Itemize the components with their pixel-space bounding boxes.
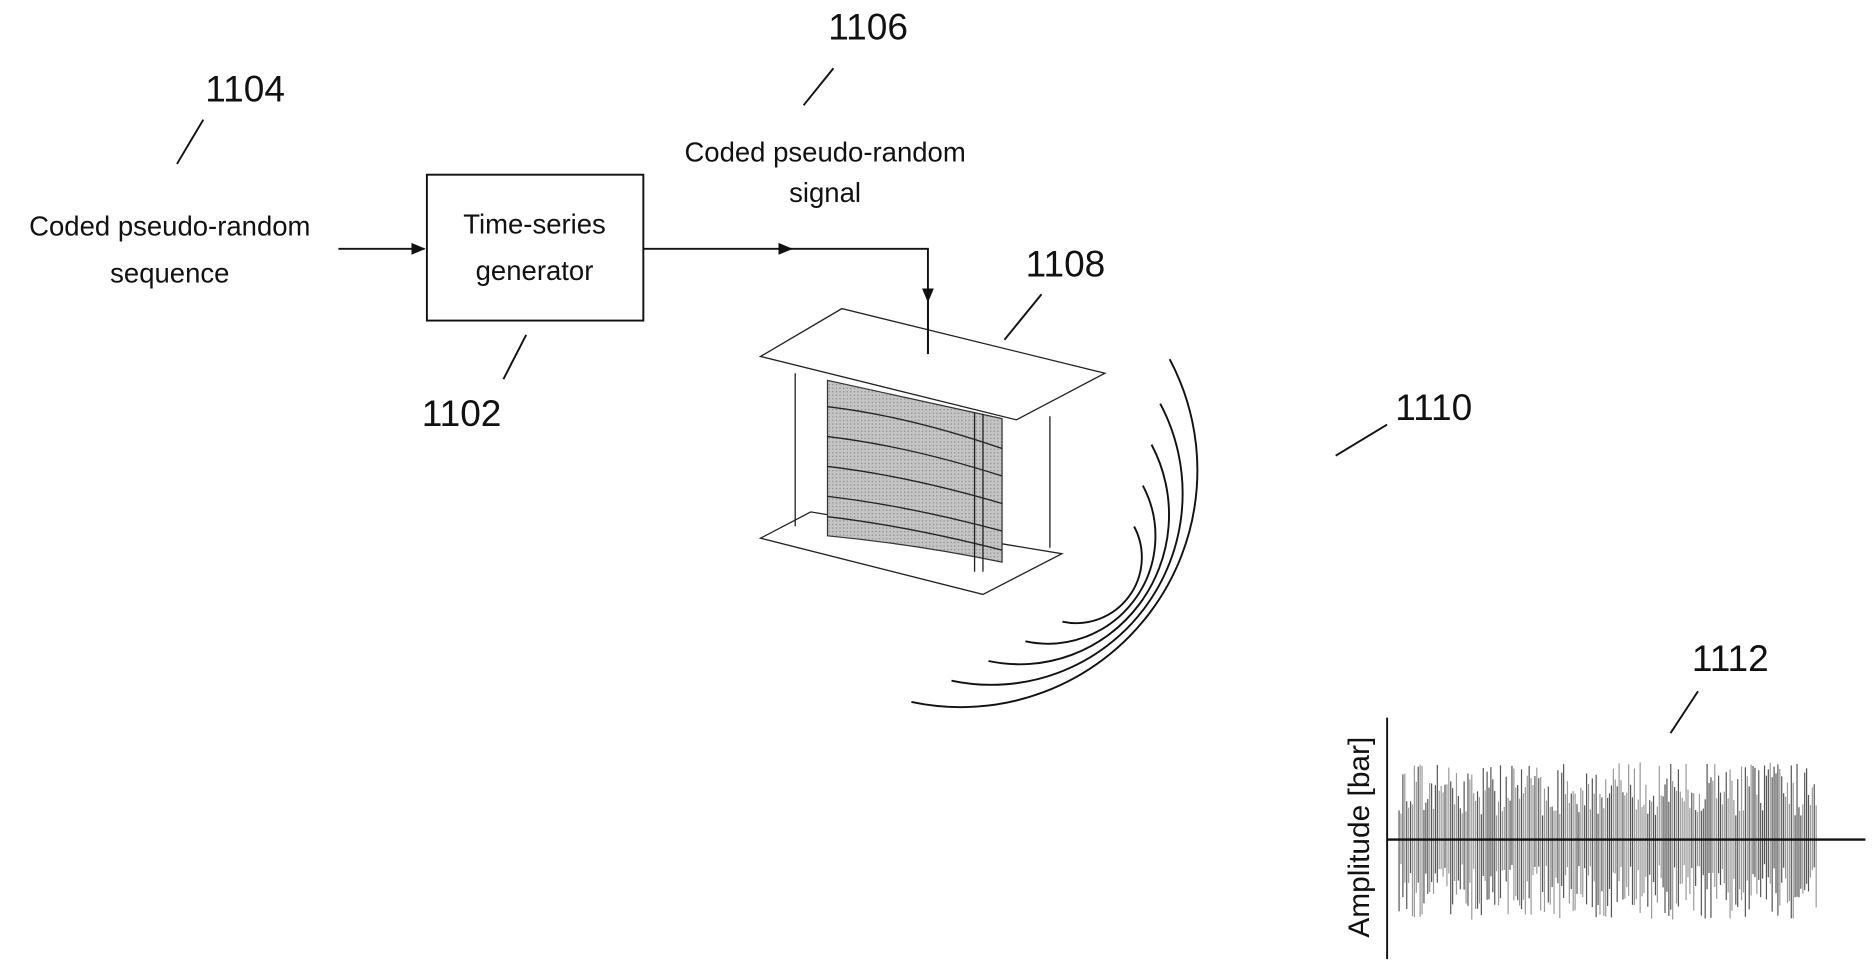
ref-1108: 1108 — [1026, 242, 1106, 284]
input-label-line1: Coded pseudo-random — [29, 211, 310, 242]
leader-1104 — [176, 119, 205, 165]
leader-1112 — [1669, 690, 1699, 734]
signal-label-line1: Coded pseudo-random — [684, 137, 965, 168]
wave-arc — [988, 444, 1170, 666]
ref-1106: 1106 — [828, 6, 908, 48]
generator-label-line2: generator — [476, 255, 594, 286]
wave-arc — [1062, 526, 1143, 625]
ref-1112: 1112 — [1692, 637, 1769, 679]
input-label-line2: sequence — [110, 257, 229, 288]
time-series-generator-box — [425, 173, 645, 322]
signal-arrow-2 — [789, 247, 934, 303]
wave-arc — [951, 403, 1184, 686]
bottom-plate — [758, 511, 1064, 596]
acoustic-waves — [911, 358, 1199, 709]
leader-1102 — [502, 334, 527, 380]
generator-label-line1: Time-series — [463, 208, 606, 239]
wave-arc — [1025, 485, 1157, 645]
leader-1106 — [802, 67, 835, 106]
transducer — [758, 299, 1107, 596]
top-plate — [758, 307, 1107, 421]
leader-1108 — [1003, 293, 1043, 341]
ref-1104: 1104 — [205, 68, 285, 110]
signal-label-line2: signal — [789, 177, 861, 208]
ref-1102: 1102 — [422, 392, 502, 434]
leader-1110 — [1335, 423, 1388, 457]
ref-1110: 1110 — [1395, 386, 1472, 428]
transducer-cylinder — [826, 379, 1003, 563]
waveform-trace — [1398, 762, 1817, 920]
wave-arc — [911, 358, 1199, 709]
waveform-y-label: Amplitude [bar] — [1343, 737, 1376, 938]
